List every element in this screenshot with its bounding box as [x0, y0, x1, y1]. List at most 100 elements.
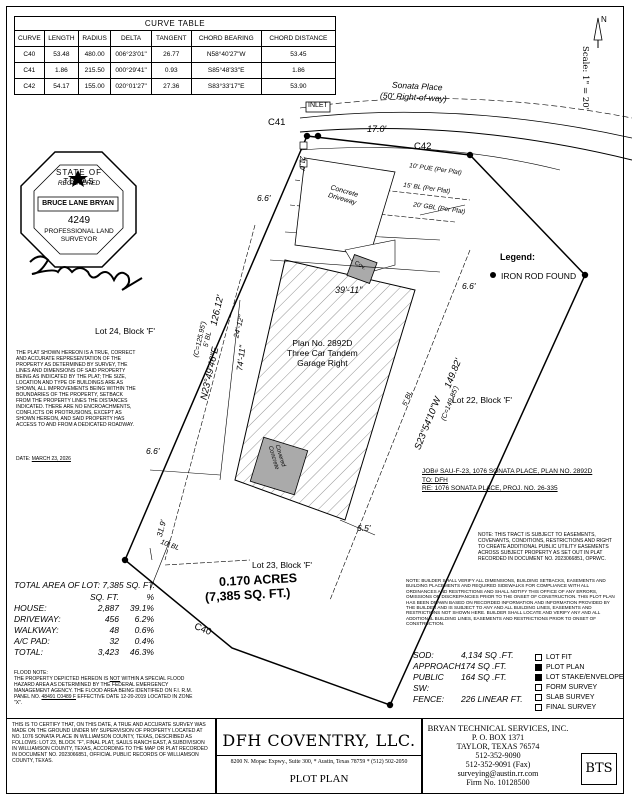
- quantity-cell: 226 LINEAR FT.: [461, 694, 523, 704]
- inlet-label: INLET: [308, 102, 328, 109]
- svg-text:N: N: [601, 15, 607, 24]
- checklist-item: SLAB SURVEY: [535, 693, 624, 703]
- curve-table-cell: 155.00: [78, 78, 112, 95]
- lot22-label: Lot 22, Block 'F': [452, 395, 512, 405]
- seal-registered: REGISTERED: [57, 180, 101, 187]
- seal-name: BRUCE LANE BRYAN: [42, 200, 114, 207]
- date-line: DATE: MARCH 23, 2026: [16, 456, 71, 462]
- area-cell: SQ. FT.: [90, 592, 119, 602]
- job-number: JOB# SAU-F-23, 1076 SONATA PLACE, PLAN N…: [422, 468, 593, 475]
- area-cell: 46.3%: [129, 647, 154, 657]
- quantity-cell: 174 SQ .FT.: [461, 661, 507, 671]
- area-cell: 0.4%: [134, 636, 154, 646]
- plat-certification: THE PLAT SHOWN HEREON IS A TRUE, CORRECT…: [16, 350, 136, 428]
- client-name: DFH COVENTRY, LLC.: [222, 731, 416, 750]
- inlet-box: [305, 101, 331, 113]
- curve-c41-label: C41: [268, 117, 286, 128]
- checklist-item: FINAL SURVEY: [535, 703, 624, 713]
- quantity-row: SOD:4,134 SQ .FT.: [413, 650, 533, 661]
- flood-text-not: NOT: [109, 676, 121, 682]
- job-to: TO: DFH: [422, 476, 448, 484]
- dim-39-11: 39'-11": [335, 285, 363, 295]
- curve-table-cell: 020°01'27": [110, 78, 152, 95]
- checklist-label: FORM SURVEY: [546, 684, 598, 691]
- firm-line: Firm No. 10128500: [466, 778, 530, 787]
- street-curb-line: [299, 128, 632, 161]
- iron-rod-icon: [581, 271, 589, 279]
- area-cell: 0.6%: [134, 625, 154, 635]
- area-cell: 32: [109, 636, 119, 646]
- checklist-label: LOT FIT: [546, 654, 572, 661]
- curve-table-cell: S83°33'17"E: [190, 78, 262, 95]
- checklist-item: LOT STAKE/ENVELOPE: [535, 673, 624, 683]
- covered-concrete-rear: [249, 436, 309, 496]
- area-cell: 48: [109, 625, 119, 635]
- client-address: 8200 N. Mopac Expwy., Suite 300, * Austi…: [217, 755, 421, 765]
- quantity-cell: 164 SQ .FT.: [461, 672, 507, 682]
- iron-rod-icon: [386, 701, 394, 709]
- curve-table-cell: 53.90: [260, 78, 337, 95]
- flood-panel: 48491 C0489 F: [41, 694, 76, 700]
- date-label: DATE:: [16, 456, 31, 462]
- legend-iron-rod: IRON ROD FOUND: [501, 271, 577, 281]
- street-center-line: [299, 98, 632, 119]
- checklist-item: FORM SURVEY: [535, 683, 624, 693]
- seal-state: STATE OF TEXAS: [56, 168, 102, 186]
- document-type: PLOT PLAN: [289, 773, 349, 785]
- area-cell: %: [146, 592, 154, 602]
- unchecked-box-icon: [535, 683, 542, 691]
- job-block: JOB# SAU-F-23, 1076 SONATA PLACE, PLAN N…: [422, 468, 592, 494]
- firm-box: BRYAN TECHNICAL SERVICES, INC. P. O. BOX…: [422, 718, 624, 794]
- dim-6-6-b: 6.6': [462, 281, 476, 291]
- plan-side: Garage Right: [297, 358, 348, 368]
- firm-line: 512-352-9091 (Fax): [465, 760, 531, 769]
- quantity-row: APPROACH:174 SQ .FT.: [413, 661, 533, 672]
- area-cell: [14, 592, 74, 603]
- seal-number: 4249: [67, 215, 91, 226]
- curve-c42-label: C42: [414, 141, 432, 152]
- builder-note: NOTE: BUILDER SHALL VERIFY ALL DIMENSION…: [406, 578, 615, 627]
- unchecked-box-icon: [535, 653, 542, 661]
- area-cell: DRIVEWAY:: [14, 614, 61, 624]
- driveway: [294, 157, 396, 256]
- north-arrow-icon: N: [593, 15, 607, 48]
- flood-text-a: THE PROPERTY DEPICTED HEREON IS: [14, 676, 110, 682]
- job-re: RE: 1076 SONATA PLACE, PROJ. NO. 26-335: [422, 485, 558, 492]
- flood-note: FLOOD NOTE: THE PROPERTY DEPICTED HEREON…: [14, 670, 202, 706]
- dim-depth: [219, 299, 241, 481]
- curve-table-cell: 54.17: [43, 78, 80, 95]
- iron-rod-icon: [314, 132, 322, 140]
- dim-21: 21.0': [297, 156, 305, 171]
- quantity-cell: SOD:: [413, 650, 434, 660]
- area-cell: WALKWAY:: [14, 625, 59, 635]
- date-value: MARCH 23, 2026: [31, 456, 71, 462]
- checklist-label: LOT STAKE/ENVELOPE: [546, 674, 624, 681]
- area-cell: 6.2%: [134, 614, 154, 624]
- plan-garage: Three Car Tandem: [287, 348, 358, 358]
- unchecked-box-icon: [535, 703, 542, 711]
- client-box: DFH COVENTRY, LLC. 8200 N. Mopac Expwy.,…: [216, 718, 422, 794]
- checklist-label: FINAL SURVEY: [546, 704, 597, 711]
- firm-line: P. O. BOX 1371: [471, 733, 525, 742]
- area-cell: 2,887: [97, 603, 119, 613]
- quantity-cell: FENCE:: [413, 694, 445, 704]
- area-table-row: WALKWAY: 48 0.6%: [14, 625, 154, 636]
- dim-width: [269, 259, 441, 273]
- area-cell: 3,423: [97, 647, 119, 657]
- lot23-label: Lot 23, Block 'F': [252, 560, 312, 570]
- seal-profession: PROFESSIONAL LAND SURVEYOR: [44, 228, 114, 243]
- quantity-cell: PUBLIC SW:: [413, 672, 444, 693]
- plan-label: Plan No. 2892D Three Car Tandem Garage R…: [287, 338, 358, 368]
- lot24-label: Lot 24, Block 'F': [95, 326, 155, 336]
- iron-rod-icon: [466, 151, 474, 159]
- signature-mark: [29, 255, 143, 291]
